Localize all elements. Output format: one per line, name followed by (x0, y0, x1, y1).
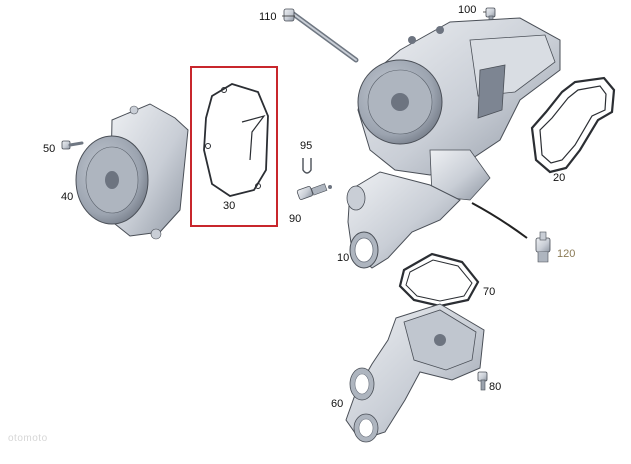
part-label-100: 100 (458, 4, 477, 16)
gasket-20 (530, 76, 616, 174)
part-label-110: 110 (259, 11, 277, 23)
gasket-70 (398, 252, 480, 308)
watermark: otomoto (8, 433, 48, 444)
part-label-70: 70 (483, 286, 496, 298)
part-label-90: 90 (289, 213, 302, 225)
part-label-60: 60 (331, 398, 344, 410)
highlight-box (190, 66, 278, 227)
part-label-80: 80 (489, 381, 502, 393)
part-label-50: 50 (43, 143, 56, 155)
clip-95 (302, 158, 312, 174)
pump-housing-assembly (357, 17, 561, 201)
part-label-40: 40 (61, 191, 74, 203)
water-pump-40 (75, 103, 189, 240)
bolt-50 (61, 140, 84, 150)
part-label-95: 95 (300, 140, 313, 152)
sensor-120 (471, 202, 551, 263)
bolt-110 (282, 8, 359, 63)
part-label-20: 20 (553, 172, 566, 184)
sensor-90 (296, 183, 332, 200)
bolt-80 (477, 371, 488, 391)
thermostat-housing-60 (345, 303, 485, 443)
part-label-120: 120 (557, 248, 576, 260)
gasket-30 (203, 83, 269, 197)
part-label-30: 30 (223, 200, 236, 212)
coolant-pipe-10 (346, 171, 461, 269)
part-label-10: 10 (337, 252, 350, 264)
